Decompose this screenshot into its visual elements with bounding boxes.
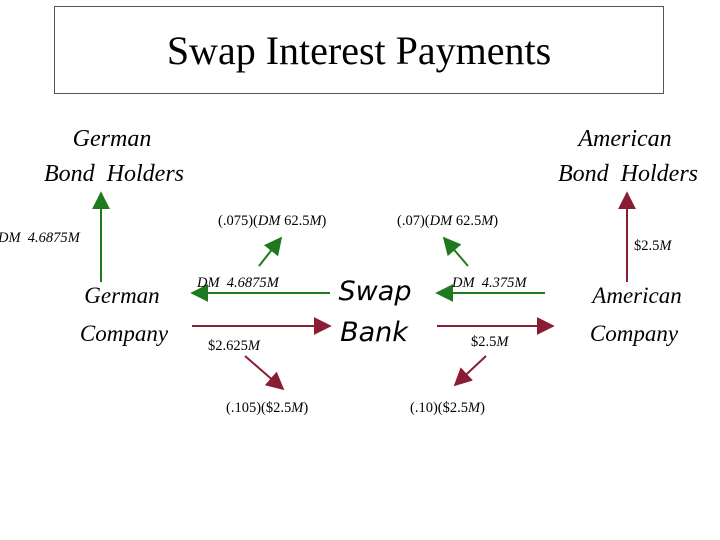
- flow-swap-bank-to-american-unit: M: [495, 334, 509, 350]
- calc-dm-german-pre: (.075)(: [218, 213, 258, 229]
- arrow-dm-calc-american: [442, 236, 469, 267]
- flow-swap-bank-to-american-amount: $2.5: [471, 334, 496, 350]
- flow-german-to-bondholders-unit: M: [67, 230, 81, 246]
- german-bond-holders-line2: Bond Holders: [44, 161, 184, 187]
- calc-usd-german-unit: M: [290, 400, 304, 416]
- german-company-line2: Company: [80, 321, 169, 346]
- flow-swap-bank-to-german-amount: DM 4.6875: [196, 275, 267, 291]
- flow-german-to-bondholders: DM 4.6875M: [0, 230, 81, 246]
- arrow-usd-calc-german: [244, 355, 285, 391]
- calc-usd-american-pre: (.10)($2.5: [410, 400, 468, 416]
- calc-usd-american-unit: M: [467, 400, 481, 416]
- calc-dm-american-amount: 62.5: [452, 213, 481, 229]
- calc-usd-german: (.105)($2.5M): [226, 400, 308, 416]
- calc-usd-american-post: ): [480, 400, 485, 416]
- calc-dm-american-pre: (.07)(: [397, 213, 430, 229]
- calc-usd-german-pre: (.105)($2.5: [226, 400, 291, 416]
- calc-dm-german-unit: M: [308, 213, 322, 229]
- calc-usd-american: (.10)($2.5M): [410, 400, 485, 416]
- american-company-line1: American: [590, 283, 681, 308]
- flow-german-to-swap-bank-unit: M: [247, 338, 261, 354]
- flow-swap-bank-to-german-unit: M: [266, 275, 280, 291]
- flow-american-to-bondholders-amount: $2.5: [634, 238, 659, 254]
- american-company-line2: Company: [590, 321, 679, 346]
- calc-dm-german: (.075)(DM 62.5M): [218, 213, 327, 229]
- flow-swap-bank-to-german: DM 4.6875M: [196, 275, 280, 291]
- german-bond-holders-line1: German: [73, 126, 152, 152]
- arrow-usd-calc-american: [453, 355, 487, 387]
- swap-bank-line2: Bank: [340, 317, 409, 348]
- flow-american-to-swap-bank-amount: DM 4.375: [451, 275, 514, 291]
- flow-german-to-bondholders-amount: DM 4.6875: [0, 230, 68, 246]
- swap-bank-line1: Swap: [339, 276, 412, 307]
- flow-swap-bank-to-american: $2.5M: [471, 334, 509, 350]
- flow-american-to-bondholders-unit: M: [658, 238, 672, 254]
- calc-dm-german-amount: 62.5: [280, 213, 309, 229]
- calc-dm-american-currency: DM: [429, 213, 453, 229]
- flow-german-to-swap-bank: $2.625M: [208, 338, 261, 354]
- calc-dm-german-post: ): [322, 213, 327, 229]
- calc-dm-american-post: ): [493, 213, 498, 229]
- slide-title: Swap Interest Payments: [166, 27, 552, 73]
- calc-dm-american-unit: M: [480, 213, 494, 229]
- calc-dm-american: (.07)(DM 62.5M): [397, 213, 498, 229]
- german-company-line1: German: [84, 283, 159, 308]
- calc-dm-german-currency: DM: [257, 213, 281, 229]
- american-bond-holders-line2: Bond Holders: [558, 161, 698, 187]
- flow-american-to-swap-bank-unit: M: [513, 275, 527, 291]
- calc-usd-german-post: ): [303, 400, 308, 416]
- title-box: Swap Interest Payments: [54, 6, 664, 94]
- american-bond-holders-line1: American: [576, 126, 671, 152]
- arrow-dm-calc-german: [258, 236, 283, 267]
- flow-german-to-swap-bank-amount: $2.625: [208, 338, 248, 354]
- flow-american-to-swap-bank: DM 4.375M: [451, 275, 527, 291]
- flow-american-to-bondholders: $2.5M: [634, 238, 672, 254]
